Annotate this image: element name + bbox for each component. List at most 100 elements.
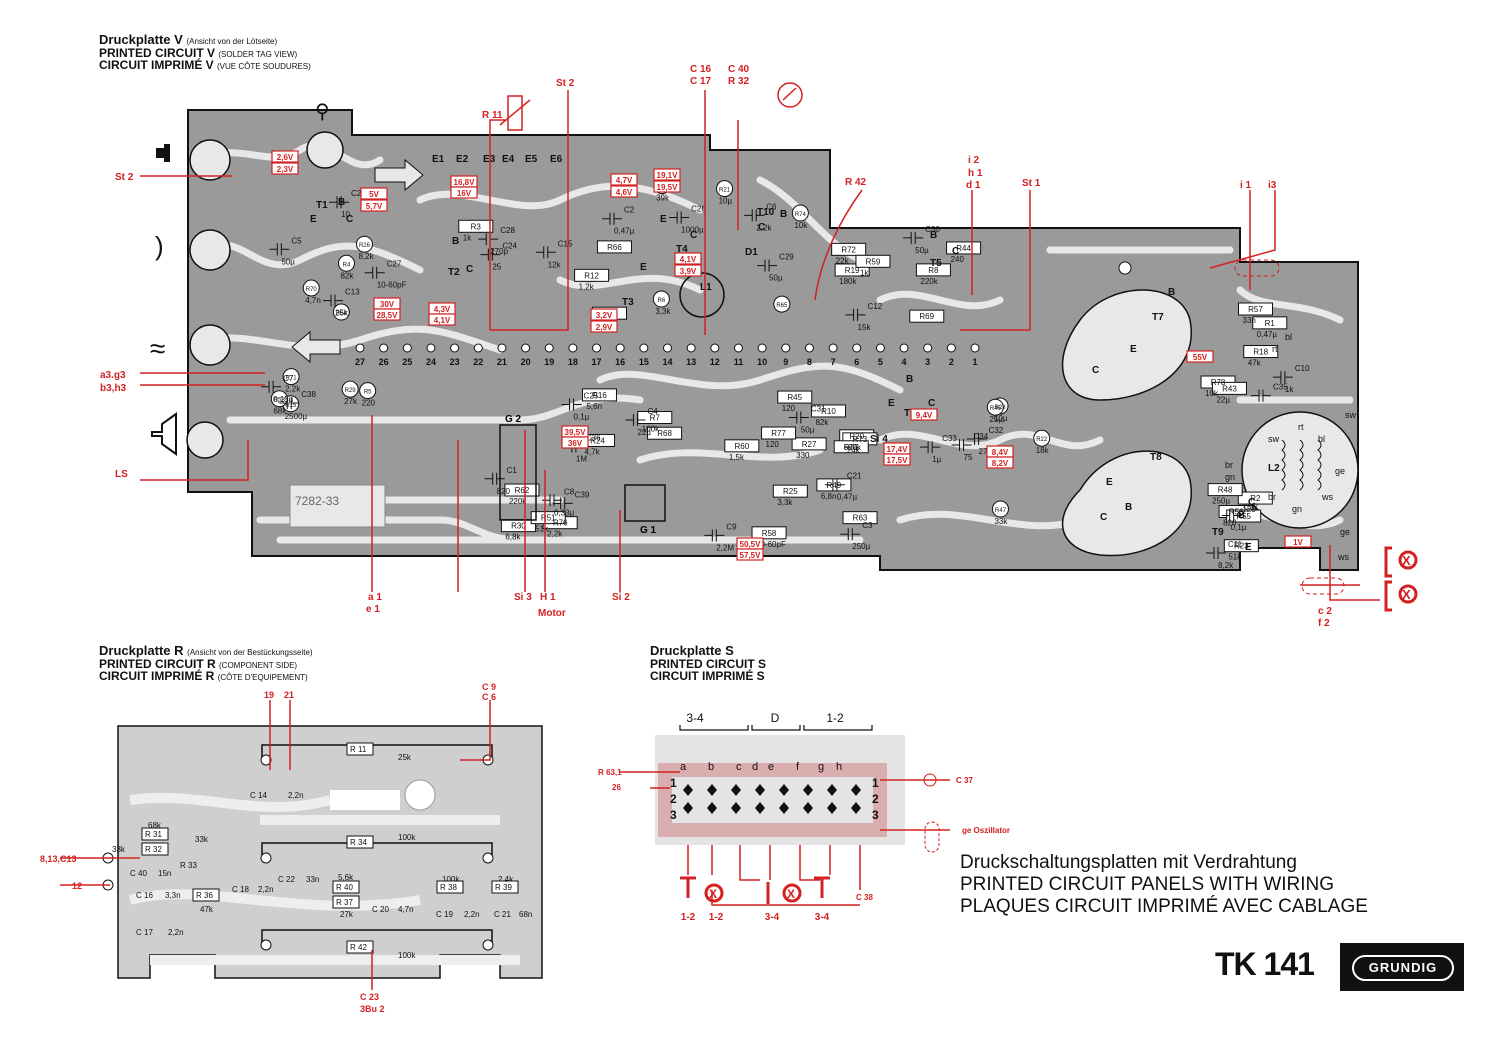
component-label: R65	[776, 303, 788, 309]
capacitor-symbol	[561, 398, 582, 411]
component-label: R20	[849, 432, 864, 441]
capacitor-symbol	[542, 494, 563, 507]
board-r-v100k3: 100k	[398, 951, 416, 960]
component-value: 820	[497, 487, 511, 496]
component-value: 240	[951, 255, 965, 264]
board-v-en: PRINTED CIRCUIT V	[99, 45, 216, 60]
component-value: 2500µ	[285, 412, 308, 421]
element-label: L2	[1268, 463, 1280, 474]
wire-color: rt	[1298, 422, 1304, 432]
pin-label: 23	[450, 357, 460, 367]
component-label: R4	[343, 262, 351, 268]
resistor-pad	[359, 382, 377, 400]
component-label: C2	[624, 206, 635, 215]
pin-label: 24	[426, 357, 436, 367]
pin-pad	[639, 343, 649, 353]
component-label: C4	[647, 407, 658, 416]
voltage-value: 8,2V	[992, 459, 1009, 468]
voltage-value: 4,1V	[680, 255, 697, 264]
board-r-v33k: 33k	[112, 845, 126, 854]
voltage-value: 17,5V	[887, 456, 909, 465]
pin-label: 18	[568, 357, 578, 367]
voltage-box	[674, 252, 702, 265]
component-label: R6	[658, 298, 666, 304]
voltage-value: 4,1V	[434, 316, 451, 325]
component-label: R48	[1218, 486, 1233, 495]
component-value: 51k	[535, 525, 549, 534]
pin-label: 1	[972, 357, 977, 367]
board-r-v25k: 25k	[398, 753, 412, 762]
wire-label-f2: f 2	[1318, 618, 1330, 629]
component-label: R55	[1236, 512, 1251, 521]
board-r-v100k: 100k	[398, 833, 416, 842]
voltage-value: 50,5V	[740, 540, 762, 549]
voltage-box	[360, 199, 388, 212]
component-label: C28	[500, 226, 515, 235]
component-value: 47k	[1248, 359, 1262, 368]
resistor-pad	[791, 204, 809, 222]
component-label: R8	[928, 266, 939, 275]
board-r-fr: CIRCUIT IMPRIMÉ R	[99, 669, 215, 684]
element-label: T7	[1152, 312, 1164, 323]
footer-de: Druckschaltungsplatten mit Verdrahtung	[960, 852, 1297, 873]
board-s-button-label: 3-4	[765, 912, 780, 923]
wire-color: br	[1268, 492, 1276, 502]
component-value: 22µ	[637, 428, 651, 437]
board-s-button-label: 3-4	[815, 912, 830, 923]
solder-pad	[482, 939, 494, 951]
voltage-value: 2,3V	[277, 165, 294, 174]
board-s-row-number: 2	[872, 792, 879, 806]
board-s-button-label: 1-2	[681, 912, 696, 923]
component-value: 33k	[994, 517, 1008, 526]
capacitor-symbol	[1221, 509, 1242, 522]
voltage-box	[373, 308, 401, 321]
component-label: C9	[726, 522, 737, 531]
wire-label-st2-left: St 2	[115, 172, 134, 183]
component-value: 5,6n	[586, 402, 602, 411]
mount-hole	[1118, 261, 1132, 275]
board-s-contact-letter: a	[680, 761, 687, 773]
component-value: 8,2k	[1218, 561, 1234, 570]
resistor-pad	[332, 303, 350, 321]
voltage-value: 36V	[568, 439, 583, 448]
resistor-body	[777, 390, 813, 404]
element-label: T8	[1150, 452, 1162, 463]
voltage-value: 19,1V	[657, 171, 679, 180]
wire-label-i2: i 2	[968, 155, 980, 166]
component-value: 330	[796, 451, 810, 460]
component-label: R66	[607, 243, 622, 252]
component-label: R59	[866, 257, 881, 266]
component-label: R62	[515, 486, 530, 495]
board-r-c19: C 19	[436, 910, 453, 919]
board-r-r34: R 34	[350, 838, 367, 847]
terminal-letter: E	[640, 262, 647, 273]
element-label: E5	[525, 154, 538, 165]
resistor-body	[855, 254, 891, 268]
board-r-v100k2: 100k	[442, 875, 460, 884]
voltage-value: 16V	[457, 189, 472, 198]
component-value: 0,47µ	[837, 493, 858, 502]
stamp-box	[289, 484, 386, 528]
component-label: C13	[345, 288, 360, 297]
resistor-pad	[355, 235, 373, 253]
board-r-v47n: 4,7n	[398, 905, 414, 914]
component-value: 25k	[335, 309, 349, 318]
component-label: R57	[1248, 305, 1263, 314]
resistor-body	[491, 880, 519, 894]
component-value: 4,7n	[305, 296, 321, 305]
pin-pad	[686, 343, 696, 353]
capacitor-symbol	[757, 259, 778, 272]
switch-contact	[707, 784, 717, 796]
capacitor-symbol	[535, 246, 556, 259]
terminal-letter: E	[660, 214, 667, 225]
board-r-v68n: 68n	[519, 910, 532, 919]
r11-wiper	[499, 99, 531, 126]
component-label: R47	[995, 508, 1007, 514]
voltage-box	[910, 408, 938, 421]
resistor-body	[831, 242, 867, 256]
component-value: 4,7k	[585, 447, 601, 456]
board-r-window	[330, 790, 400, 810]
board-v-title: Druckplatte V	[99, 32, 183, 47]
